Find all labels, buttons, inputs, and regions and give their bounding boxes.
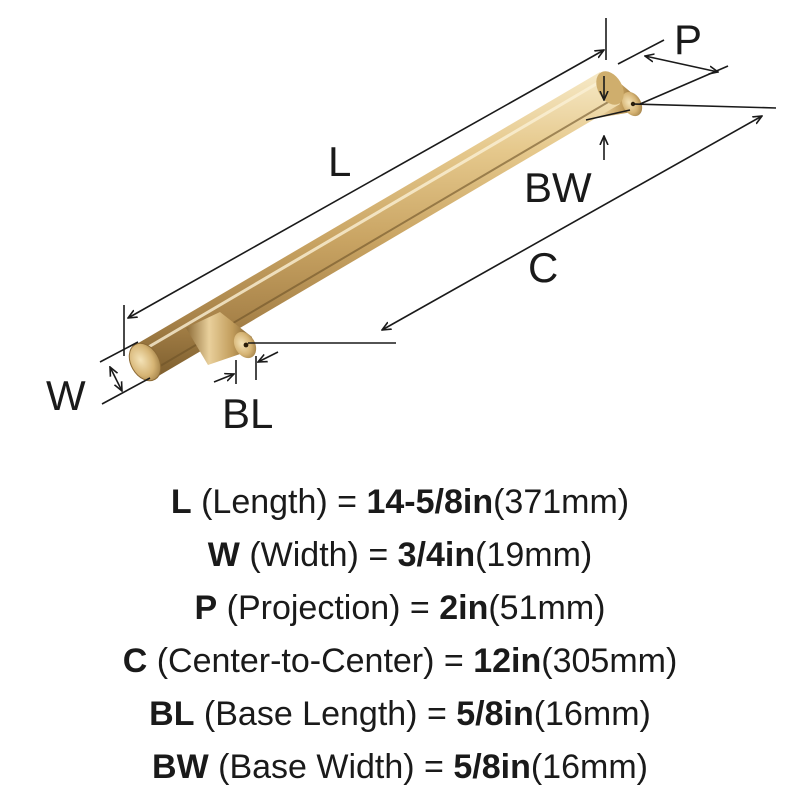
width-dimension-line [110, 367, 122, 391]
spec-projection: P (Projection) = 2in(51mm) [0, 588, 800, 628]
spec-length: L (Length) = 14-5/8in(371mm) [0, 482, 800, 522]
dimension-lines [99, 18, 777, 405]
spec-description: (Length) = [191, 483, 367, 521]
label-projection: P [674, 16, 702, 63]
spec-base-width: BW (Base Width) = 5/8in(16mm) [0, 747, 800, 787]
width-extension-bottom [101, 377, 151, 405]
spec-imperial-value: 5/8in [456, 695, 534, 733]
spec-description: (Base Length) = [194, 695, 457, 733]
spec-code: L [170, 483, 192, 521]
dimension-specifications: L (Length) = 14-5/8in(371mm) W (Width) =… [0, 470, 800, 800]
label-width: W [46, 372, 86, 419]
spec-width: W (Width) = 3/4in(19mm) [0, 535, 800, 575]
spec-metric-value: (371mm) [493, 483, 630, 521]
spec-center-to-center: C (Center-to-Center) = 12in(305mm) [0, 641, 800, 681]
spec-description: (Center-to-Center) = [147, 642, 474, 680]
spec-imperial-value: 5/8in [453, 748, 531, 786]
left-base-post [186, 312, 257, 365]
base-length-arrow-left [213, 374, 234, 383]
spec-metric-value: (16mm) [530, 748, 648, 786]
length-dimension-line [128, 50, 604, 318]
projection-extension-top [617, 39, 665, 65]
spec-description: (Width) = [239, 536, 398, 574]
spec-base-length: BL (Base Length) = 5/8in(16mm) [0, 694, 800, 734]
spec-imperial-value: 12in [473, 642, 542, 680]
spec-code: BL [149, 695, 195, 733]
spec-description: (Base Width) = [208, 748, 454, 786]
spec-imperial-value: 2in [439, 589, 489, 627]
center-extension-right [633, 103, 777, 109]
spec-metric-value: (19mm) [475, 536, 593, 574]
spec-imperial-value: 3/4in [397, 536, 476, 574]
spec-metric-value: (16mm) [533, 695, 651, 733]
spec-metric-value: (305mm) [541, 642, 678, 680]
width-extension-top [99, 341, 139, 363]
label-base-length: BL [222, 390, 273, 437]
spec-code: P [194, 589, 218, 627]
spec-imperial-value: 14-5/8in [366, 483, 494, 521]
spec-code: W [207, 536, 240, 574]
spec-code: BW [152, 748, 209, 786]
projection-dimension-line [645, 56, 718, 72]
cabinet-pull-handle [128, 71, 643, 382]
base-length-arrow-right [258, 351, 279, 362]
label-length: L [328, 138, 351, 185]
center-dimension-line [382, 116, 762, 330]
product-dimension-diagram: L W P C BL BW [46, 16, 777, 437]
label-center-to-center: C [528, 244, 558, 291]
spec-description: (Projection) = [217, 589, 440, 627]
label-base-width: BW [524, 164, 592, 211]
spec-code: C [122, 642, 148, 680]
spec-metric-value: (51mm) [488, 589, 606, 627]
